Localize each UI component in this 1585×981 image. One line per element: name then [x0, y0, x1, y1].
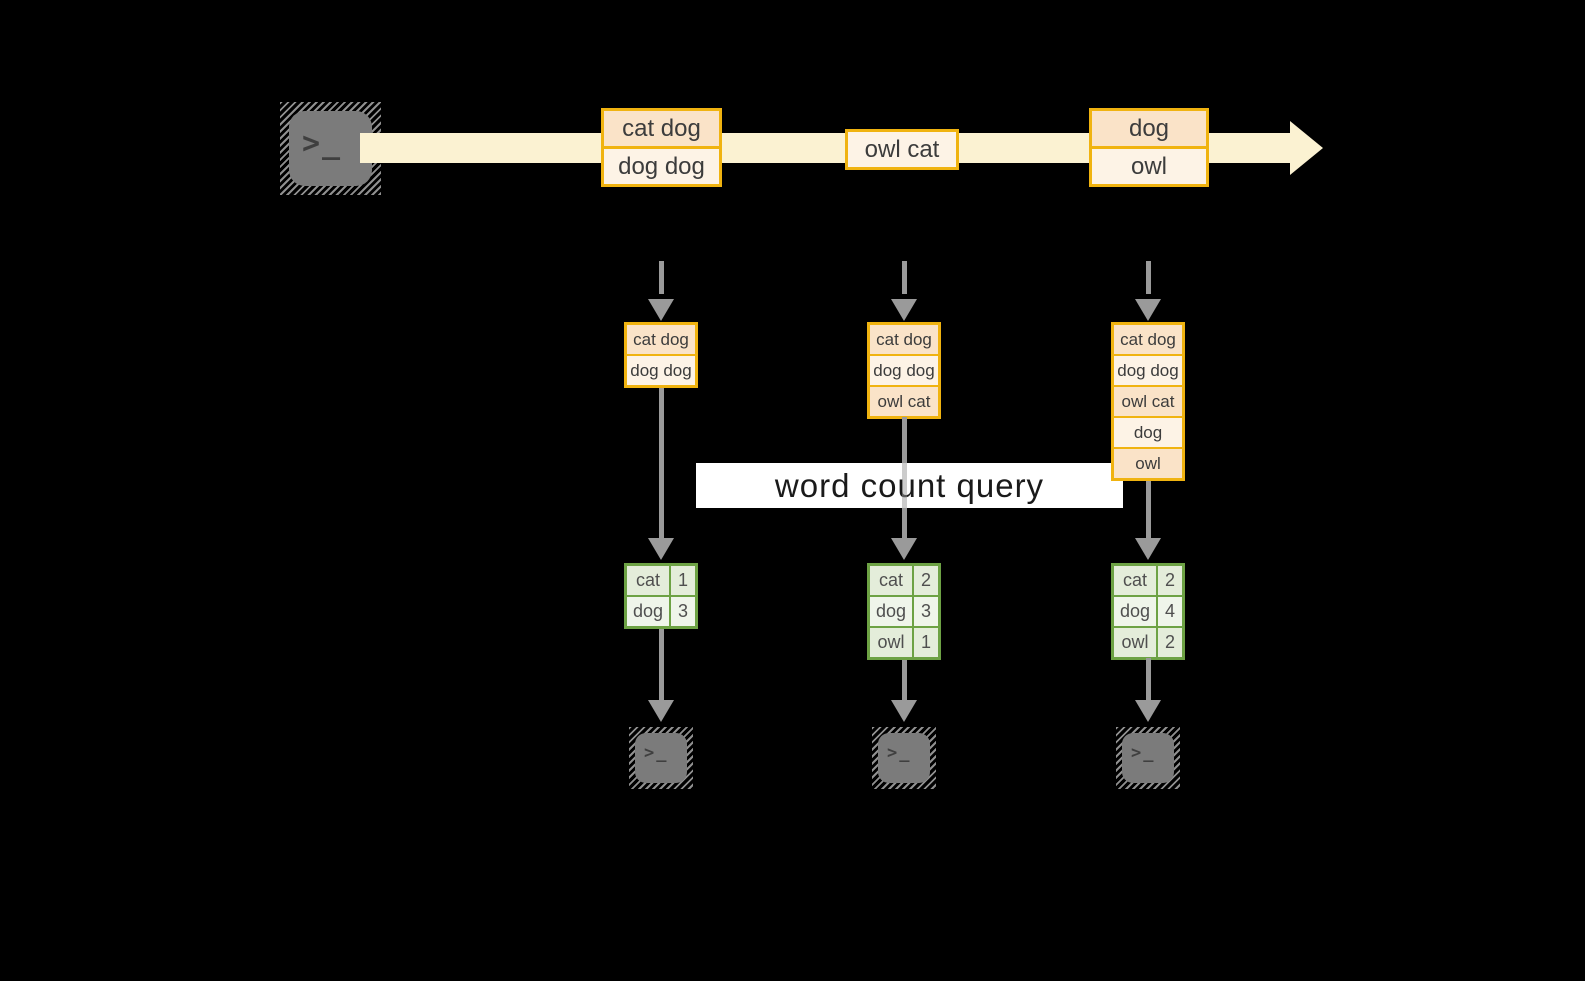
queue-cell: dog dog: [870, 356, 938, 385]
word-cell: cat: [1114, 566, 1156, 595]
count-cell: 1: [671, 566, 695, 595]
count-cell: 2: [1158, 628, 1182, 657]
dashed-arrow-stem: [659, 261, 664, 294]
terminal-body: >_: [289, 111, 372, 186]
query-arrow-stem: [1146, 481, 1151, 539]
terminal-prompt-glyph: >_: [887, 743, 912, 763]
stream-batch-2: owl cat: [845, 129, 959, 170]
query-arrow-head: [1135, 538, 1161, 560]
output-terminal-icon: >_: [1116, 727, 1180, 789]
output-terminal-icon: >_: [629, 727, 693, 789]
queue-cell: cat dog: [1114, 325, 1182, 354]
output-arrow-head: [1135, 700, 1161, 722]
batch-cell: dog: [1092, 111, 1206, 146]
count-table-1: cat 1 dog 3: [624, 563, 698, 629]
count-cell: 3: [914, 597, 938, 626]
queue-cell: owl: [1114, 449, 1182, 478]
batch-cell: owl: [1092, 149, 1206, 184]
queue-cell: owl cat: [1114, 387, 1182, 416]
count-cell: 1: [914, 628, 938, 657]
terminal-body: >_: [878, 733, 930, 783]
word-cell: owl: [870, 628, 912, 657]
output-arrow-stem: [1146, 658, 1151, 700]
count-cell: 2: [914, 566, 938, 595]
word-cell: dog: [870, 597, 912, 626]
query-arrow-stem: [659, 388, 664, 539]
count-table-3: cat 2 dog 4 owl 2: [1111, 563, 1185, 660]
count-cell: 2: [1158, 566, 1182, 595]
batch-cell: cat dog: [604, 111, 719, 146]
dashed-arrow-head: [1135, 299, 1161, 321]
arrow-through-banner: [902, 463, 907, 508]
dashed-arrow-stem: [1146, 261, 1151, 294]
query-arrow-head: [891, 538, 917, 560]
dashed-arrow-head: [648, 299, 674, 321]
batch-cell: owl cat: [848, 132, 956, 167]
count-cell: 3: [671, 597, 695, 626]
batch-cell: dog dog: [604, 149, 719, 184]
terminal-prompt-glyph: >_: [644, 743, 669, 763]
query-arrow-head: [648, 538, 674, 560]
output-arrow-stem: [902, 660, 907, 700]
queue-cell: cat dog: [870, 325, 938, 354]
queue-cell: cat dog: [627, 325, 695, 354]
stream-batch-1: cat dog dog dog: [601, 108, 722, 187]
word-cell: cat: [870, 566, 912, 595]
record-queue-1: cat dog dog dog: [624, 322, 698, 388]
record-queue-2: cat dog dog dog owl cat: [867, 322, 941, 419]
record-queue-3: cat dog dog dog owl cat dog owl: [1111, 322, 1185, 481]
terminal-prompt-glyph: >_: [1131, 743, 1156, 763]
output-arrow-head: [891, 700, 917, 722]
word-cell: dog: [627, 597, 669, 626]
dashed-arrow-head: [891, 299, 917, 321]
query-banner-label: word count query: [774, 466, 1045, 504]
word-cell: cat: [627, 566, 669, 595]
query-banner: word count query: [696, 463, 1123, 508]
dashed-arrow-stem: [902, 261, 907, 294]
output-arrow-head: [648, 700, 674, 722]
terminal-body: >_: [635, 733, 687, 783]
terminal-body: >_: [1122, 733, 1174, 783]
output-arrow-stem: [659, 629, 664, 700]
stream-batch-3: dog owl: [1089, 108, 1209, 187]
queue-cell: dog dog: [1114, 356, 1182, 385]
queue-cell: dog: [1114, 418, 1182, 447]
queue-cell: dog dog: [627, 356, 695, 385]
count-cell: 4: [1158, 597, 1182, 626]
word-cell: dog: [1114, 597, 1156, 626]
queue-cell: owl cat: [870, 387, 938, 416]
count-table-2: cat 2 dog 3 owl 1: [867, 563, 941, 660]
stream-arrow-head: [1290, 121, 1323, 175]
terminal-prompt-glyph: >_: [302, 126, 343, 161]
output-terminal-icon: >_: [872, 727, 936, 789]
word-cell: owl: [1114, 628, 1156, 657]
